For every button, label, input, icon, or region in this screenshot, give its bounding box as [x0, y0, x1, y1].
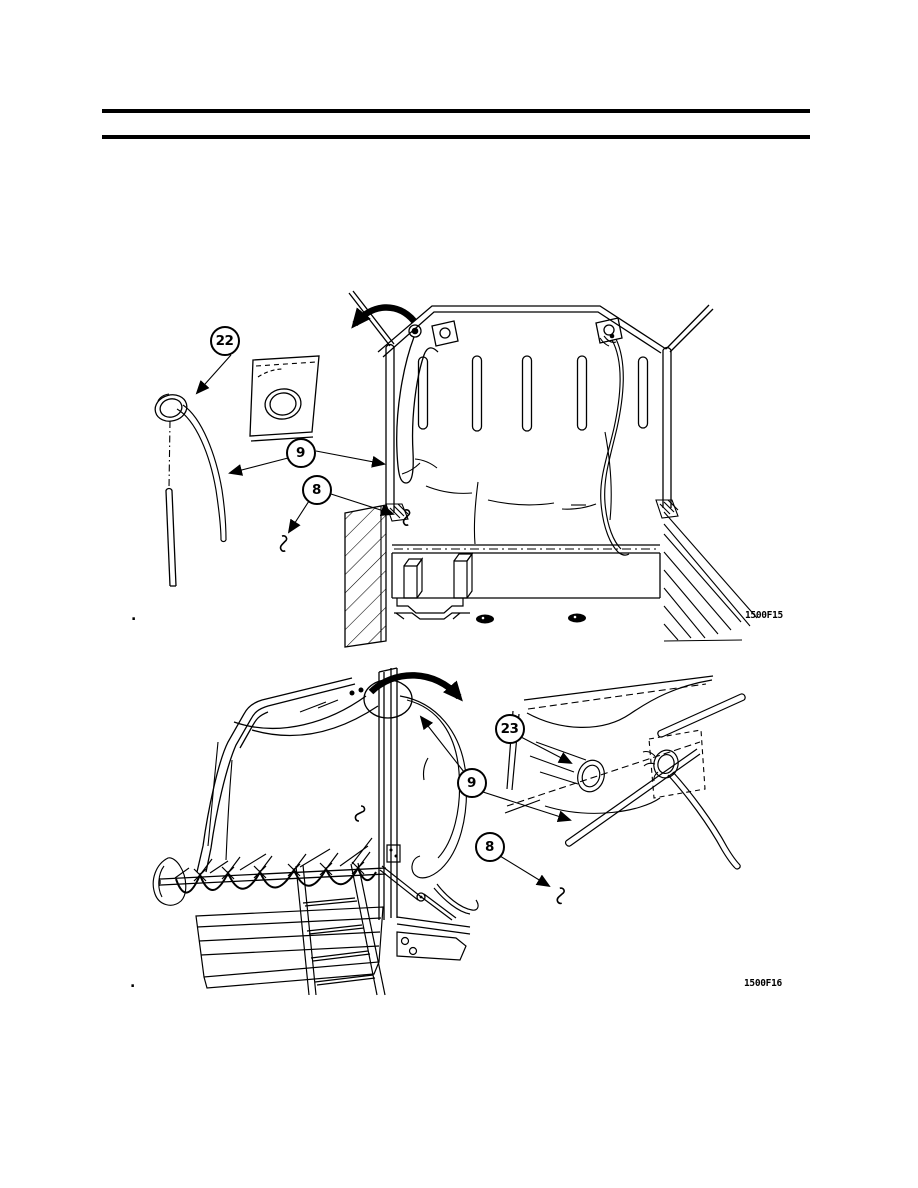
fig2-figure-code: 1500F16 — [744, 978, 782, 989]
fig2-right-frame — [396, 893, 471, 961]
fig1-right-rope — [600, 338, 630, 556]
fig1-grommet-strap-detail — [154, 393, 227, 587]
fig2-rear-flap — [399, 695, 479, 915]
fig2-tailgate — [195, 906, 384, 989]
fig1-step-bracket — [394, 552, 474, 620]
fig1-panel-slots — [417, 355, 649, 432]
stray-period-1: . — [131, 608, 137, 624]
fig2-hook-glyphs — [354, 805, 565, 905]
fig1-rotate-arrow-icon — [351, 304, 417, 329]
fig1-flap-plate — [249, 355, 320, 442]
fig2-drawing — [152, 667, 746, 996]
fig1-figure-code: 1500F15 — [745, 610, 783, 621]
fig1-tiedown-ovals — [476, 613, 586, 624]
fig1-canvas-wrinkles — [401, 431, 612, 545]
fig2-roof-and-roll — [196, 677, 413, 873]
fig1-brackets — [431, 317, 623, 347]
fig2-callout-9: 9 — [456, 767, 487, 798]
fig1-hook-glyphs — [279, 509, 411, 552]
fig1-bed-rails — [391, 544, 661, 599]
fig1-right-wall — [663, 511, 758, 642]
fig1-corner-braces — [385, 499, 679, 522]
fig1-leader-lines — [195, 354, 395, 534]
fig1-callout-22: 22 — [209, 325, 240, 356]
fig2-ladder — [295, 862, 386, 996]
fig1-callout-8: 8 — [301, 474, 332, 505]
fig1-callout-9: 9 — [285, 437, 316, 468]
fig2-leader-lines — [419, 715, 573, 888]
fig2-callout-8: 8 — [474, 831, 505, 862]
fig2-lacing-knots — [193, 851, 371, 882]
top-rule-1 — [102, 109, 810, 113]
fig2-lacing-rope — [152, 837, 387, 906]
top-rule-2 — [102, 135, 810, 139]
fig2-canvas-tufts — [174, 837, 373, 879]
fig2-callout-23: 23 — [494, 713, 525, 744]
fig2-rear-post — [378, 667, 426, 920]
fig1-left-wall — [344, 504, 387, 648]
fig1-left-rope — [396, 324, 439, 484]
fig1-drawing — [154, 290, 758, 648]
fig2-rotate-arrow-icon — [368, 672, 463, 702]
fig1-frame — [348, 290, 714, 513]
stray-period-2: . — [130, 975, 136, 991]
fig2-corner-detail — [504, 675, 746, 870]
